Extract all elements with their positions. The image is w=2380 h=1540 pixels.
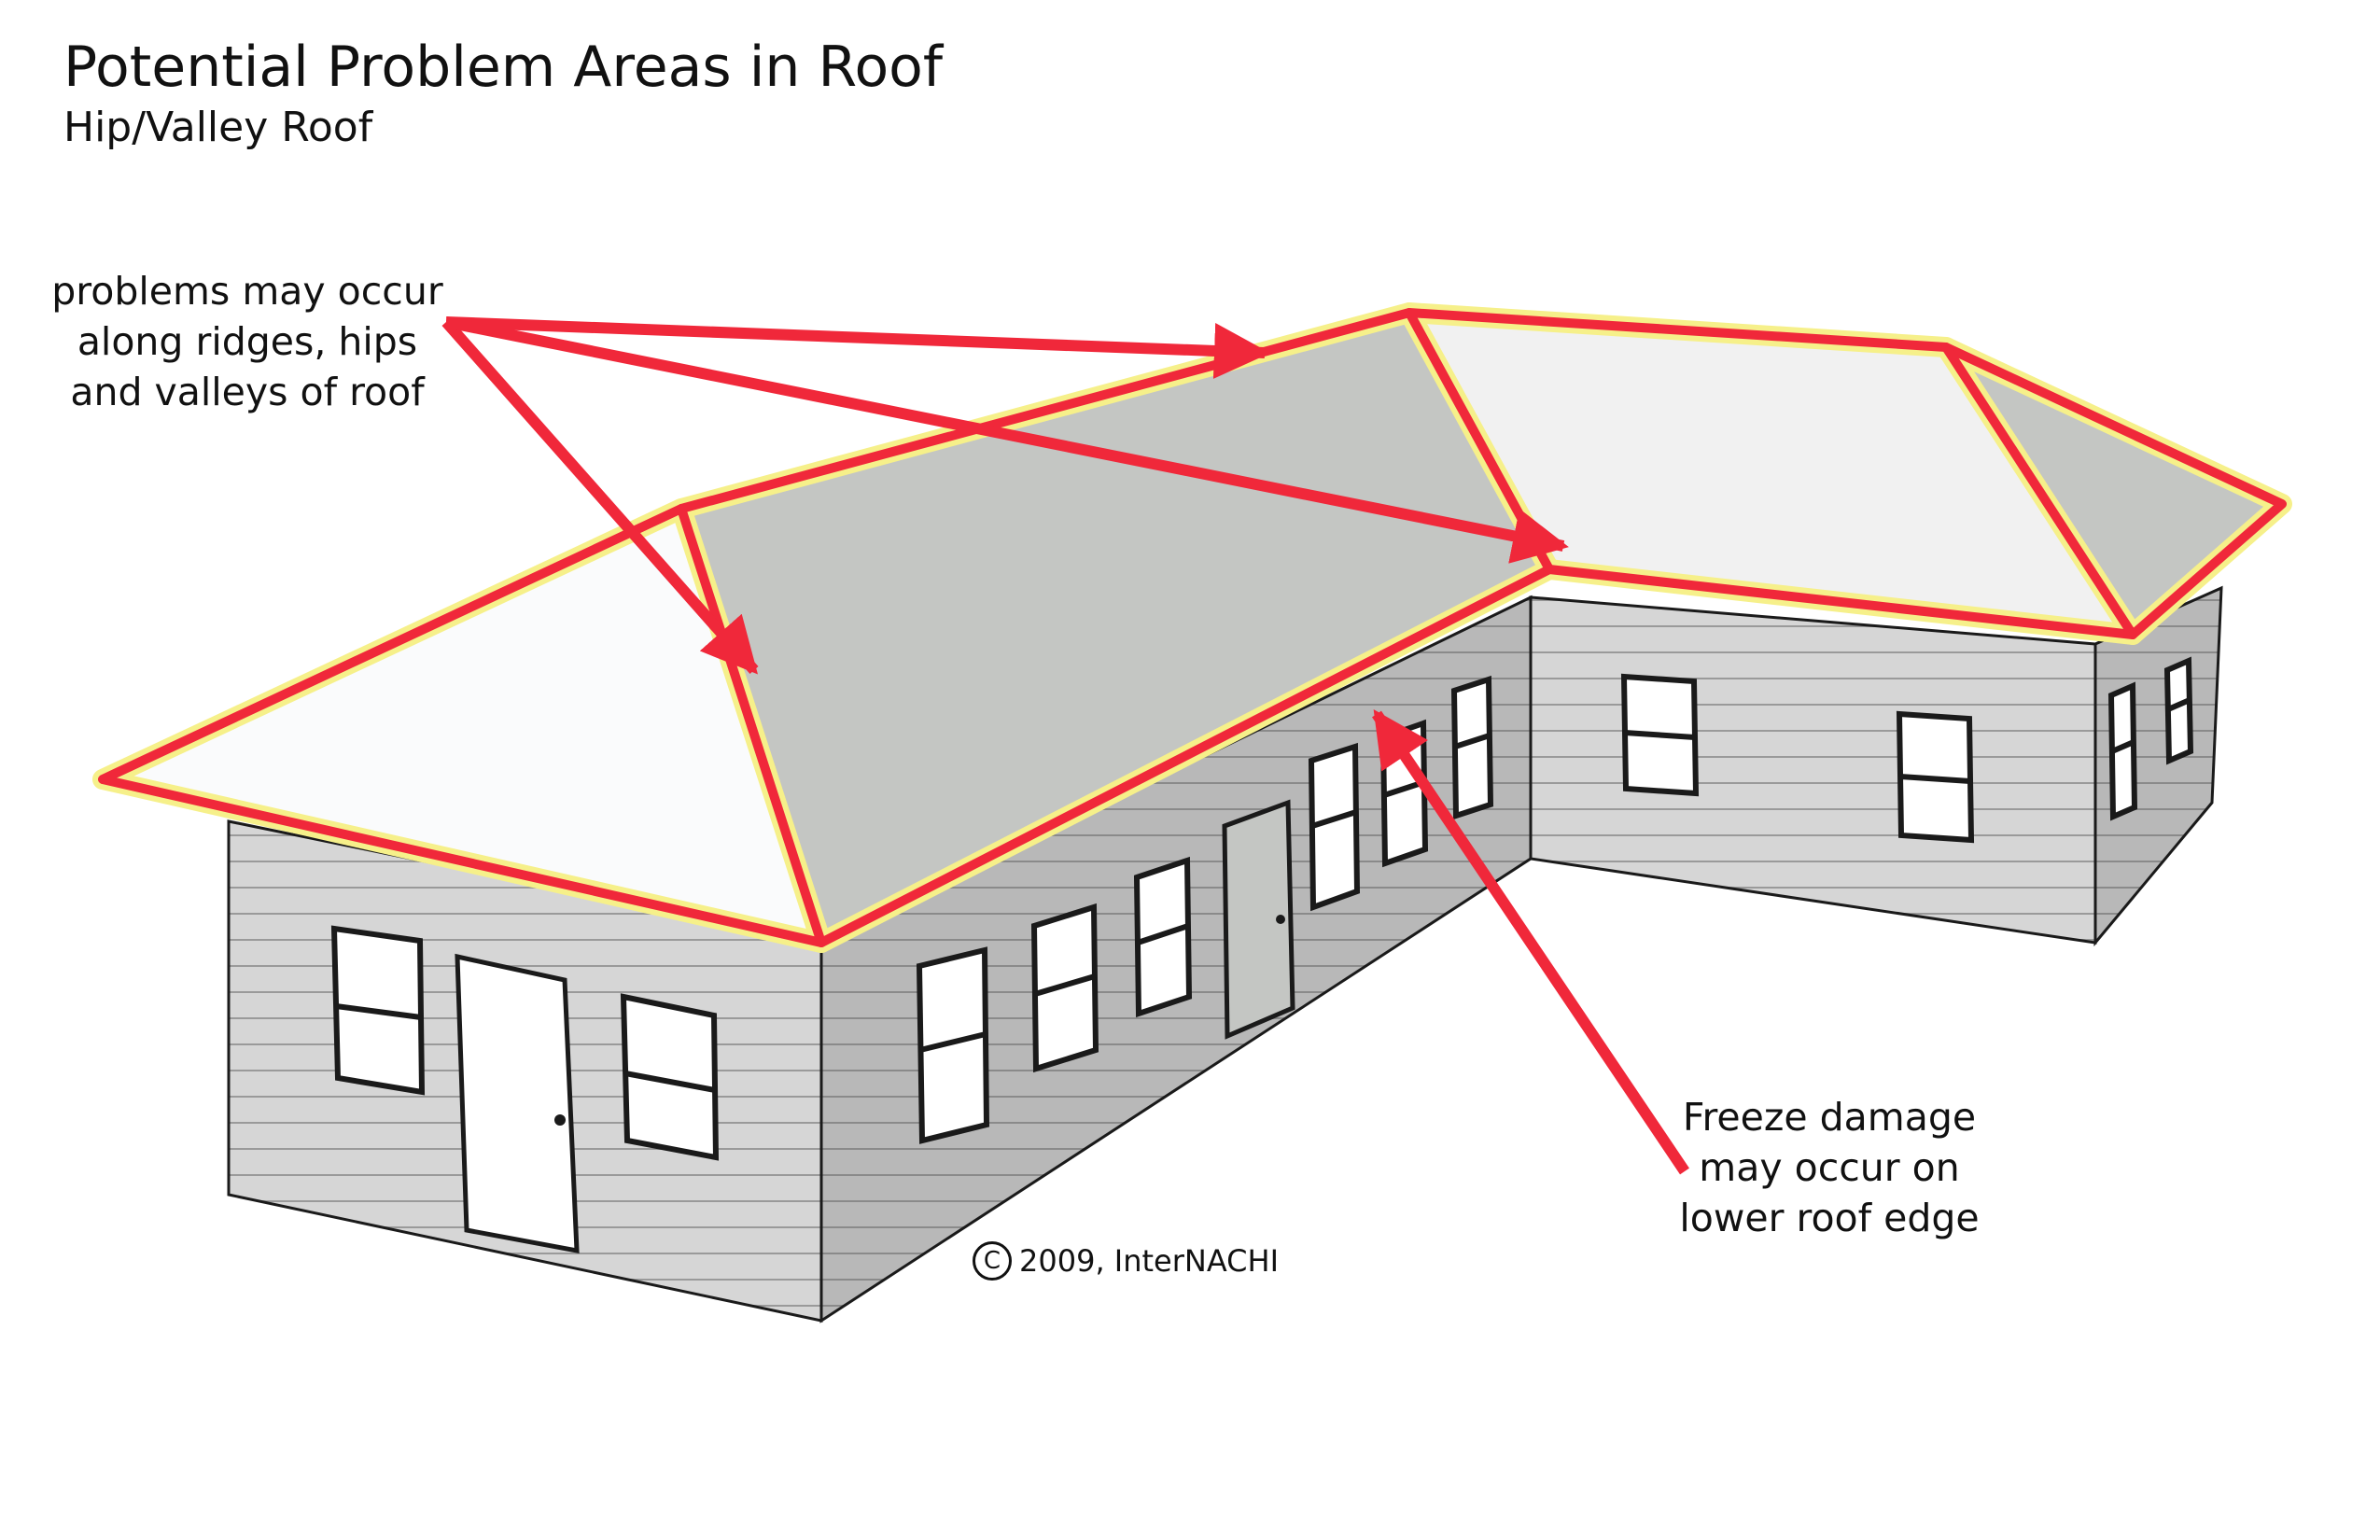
callout-ridges-hips-valleys: problems may occur along ridges, hips an… [37,266,457,417]
copyright-icon: C [973,1241,1012,1281]
arrow-to-lower-edge [1372,709,1689,1175]
callout-line: and valleys of roof [70,370,425,414]
copyright-text: 2009, InterNACHI [1019,1243,1279,1279]
arrow-to-ridge [445,316,1270,379]
arrow-to-valley-left [441,318,759,675]
front-door [455,953,580,1254]
callout-line: problems may occur [51,269,443,314]
callout-line: lower roof edge [1679,1196,1980,1240]
callout-line: Freeze damage [1682,1095,1977,1140]
page-subtitle: Hip/Valley Roof [63,104,373,151]
right-front-wall [1529,595,2097,945]
page-title: Potential Problem Areas in Roof [63,35,944,100]
windows [330,656,2194,1161]
copyright-notice: C 2009, InterNACHI [973,1241,1279,1281]
side-door [1222,799,1295,1040]
callout-line: may occur on [1699,1145,1960,1190]
callout-freeze-damage: Freeze damage may occur on lower roof ed… [1652,1092,2007,1243]
arrow-to-valley-right [444,316,1569,564]
problem-area-highlights [92,302,2292,953]
callout-line: along ridges, hips [77,319,418,364]
callout-arrows [441,316,1689,1175]
